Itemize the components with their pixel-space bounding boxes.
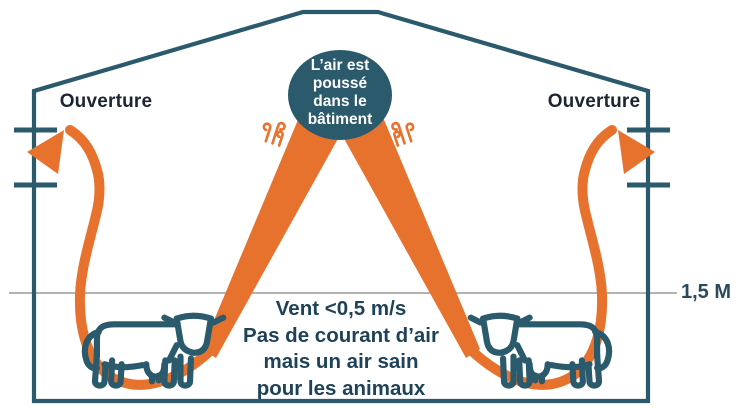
air-bubble-line: L’air est — [310, 57, 370, 74]
wind-swirl-icon — [258, 116, 288, 147]
air-bubble-line: bâtiment — [307, 111, 373, 128]
wind-speed-note-line: Pas de courant d’air — [243, 323, 439, 347]
barn-outline — [31, 9, 651, 404]
air-bubble-line: dans le — [313, 93, 367, 110]
height-marker-label: 1,5 M — [681, 281, 732, 303]
left-opening-label: Ouverture — [59, 91, 153, 112]
airflow-right — [468, 125, 655, 390]
airflow-arrowhead-left — [27, 130, 64, 174]
air-bubble-text: L’air est poussé dans le bâtiment — [284, 57, 396, 129]
air-beam-right — [342, 115, 480, 358]
wind-speed-note-line: Vent <0,5 m/s — [275, 297, 407, 320]
airflow-arrowhead-right — [618, 130, 655, 174]
wind-speed-note: Vent <0,5 m/s Pas de courant d’air mais … — [237, 296, 445, 402]
air-bubble-line: poussé — [312, 75, 368, 92]
wind-speed-note-line: mais un air sain — [263, 350, 419, 373]
airflow-left-path — [65, 125, 214, 390]
cow-icon — [85, 316, 223, 386]
wind-speed-note-line: pour les animaux — [256, 376, 426, 400]
vent-slats — [14, 127, 670, 188]
right-opening-label: Ouverture — [547, 91, 641, 112]
airflow-right-path — [468, 125, 617, 390]
airflow-left — [27, 125, 214, 390]
air-bubble — [288, 50, 392, 140]
air-beam-left — [202, 115, 340, 358]
